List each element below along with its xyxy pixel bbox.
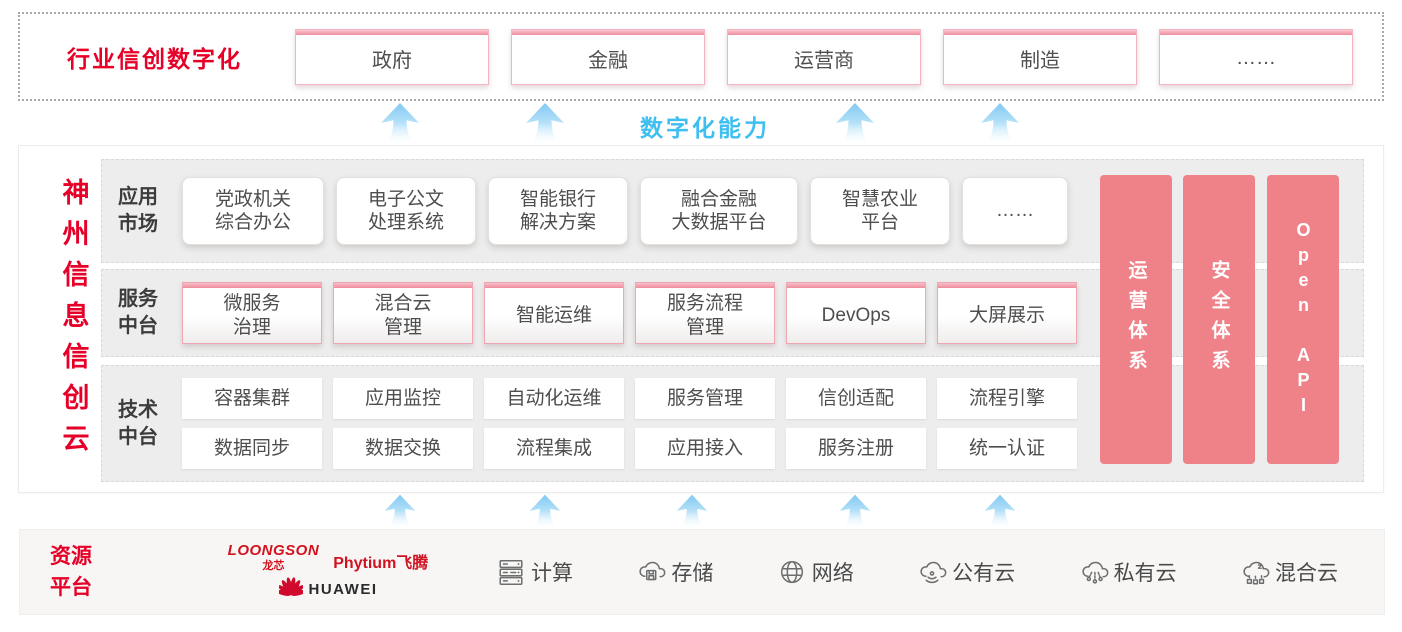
service-box: 混合云 管理	[333, 282, 473, 344]
vendor-logo-phytium: Phytium飞腾	[333, 555, 429, 572]
pillar-security-system: 安全体系	[1183, 175, 1255, 464]
resource-arrow-band	[0, 494, 1402, 528]
vendor-logo-loongson: LOONGSON 龙芯	[227, 542, 320, 572]
capability-arrow-band: 数字化能力	[0, 101, 1402, 144]
app-market-box: 电子公文 处理系统	[336, 177, 476, 245]
industry-digitalization-section: 行业信创数字化 政府金融运营商制造 ……	[18, 12, 1384, 101]
industry-box: 政府	[295, 28, 489, 85]
tech-box: 统一认证	[937, 428, 1077, 469]
resource-items: 计算 存储 网络 公有云 私有云 混合云	[496, 557, 1384, 587]
industry-boxes: 政府金融运营商制造 ……	[295, 28, 1353, 85]
industry-section-title: 行业信创数字化	[67, 45, 242, 72]
tech-box: 数据交换	[333, 428, 473, 469]
service-box: 微服务 治理	[182, 282, 322, 344]
resource-item: 存储	[636, 557, 713, 587]
panel-label: 服务 中台	[118, 288, 158, 337]
industry-box: 运营商	[727, 28, 921, 85]
resource-item-label: 计算	[531, 562, 573, 585]
resource-item-label: 私有云	[1113, 562, 1177, 585]
tech-box: 应用接入	[635, 428, 775, 469]
public-cloud-icon	[917, 557, 947, 587]
pillar-open-api: Open API	[1267, 175, 1339, 464]
up-arrow-icon	[981, 103, 1019, 144]
service-box: 大屏展示	[937, 282, 1077, 344]
resource-item-label: 混合云	[1274, 562, 1338, 585]
up-arrow-icon	[836, 103, 874, 144]
industry-box: 制造	[943, 28, 1137, 85]
industry-box: 金融	[511, 28, 705, 85]
tech-box: 应用监控	[333, 378, 473, 419]
resource-platform-section: 资源 平台 LOONGSON 龙芯 Phytium飞腾	[19, 529, 1385, 615]
app-market-box: 党政机关 综合办公	[182, 177, 324, 245]
platform-title: 神州信息信创云	[58, 177, 89, 465]
vendor-logos: LOONGSON 龙芯 Phytium飞腾	[210, 542, 446, 602]
vendor-logo-huawei: HUAWEI	[275, 576, 378, 602]
resource-item: 私有云	[1079, 557, 1177, 587]
panel-tech-platform: 技术 中台容器集群应用监控自动化运维服务管理信创适配流程引擎数据同步数据交换流程…	[101, 365, 1364, 482]
up-arrow-icon	[381, 103, 419, 144]
panel-label: 应用 市场	[118, 186, 158, 235]
pillar-operations-system: 运营体系	[1100, 175, 1172, 464]
resource-item: 公有云	[917, 557, 1015, 587]
up-arrow-icon	[529, 494, 561, 528]
compute-icon	[496, 557, 526, 587]
up-arrow-icon	[984, 494, 1016, 528]
resource-item-label: 公有云	[952, 562, 1016, 585]
tech-box: 自动化运维	[484, 378, 624, 419]
industry-box: ……	[1159, 28, 1353, 85]
resource-section-title: 资源 平台	[50, 544, 92, 600]
resource-item: 网络	[777, 557, 854, 587]
huawei-flower-icon	[275, 576, 306, 602]
service-box: 智能运维	[484, 282, 624, 344]
tech-box: 服务注册	[786, 428, 926, 469]
service-box: DevOps	[786, 282, 926, 344]
resource-item-label: 网络	[811, 562, 854, 585]
tech-box: 流程集成	[484, 428, 624, 469]
app-market-box: ……	[962, 177, 1068, 245]
tech-box: 流程引擎	[937, 378, 1077, 419]
panel-app-market: 应用 市场党政机关 综合办公电子公文 处理系统智能银行 解决方案融合金融 大数据…	[101, 159, 1364, 263]
capability-label: 数字化能力	[640, 115, 770, 141]
hybrid-cloud-icon	[1240, 557, 1270, 587]
tech-box: 信创适配	[786, 378, 926, 419]
tech-box: 数据同步	[182, 428, 322, 469]
up-arrow-icon	[384, 494, 416, 528]
storage-icon	[636, 557, 666, 587]
platform-title-wrap: 神州信息信创云	[35, 170, 113, 472]
resource-item-label: 存储	[671, 562, 714, 585]
up-arrow-icon	[839, 494, 871, 528]
network-icon	[777, 557, 807, 587]
up-arrow-icon	[676, 494, 708, 528]
app-market-box: 智慧农业 平台	[810, 177, 950, 245]
platform-section: 神州信息信创云 应用 市场党政机关 综合办公电子公文 处理系统智能银行 解决方案…	[18, 145, 1384, 493]
resource-item: 计算	[496, 557, 573, 587]
up-arrow-icon	[526, 103, 564, 144]
app-market-box: 融合金融 大数据平台	[640, 177, 798, 245]
service-box: 服务流程 管理	[635, 282, 775, 344]
tech-box: 服务管理	[635, 378, 775, 419]
panel-label: 技术 中台	[118, 398, 158, 448]
app-market-box: 智能银行 解决方案	[488, 177, 628, 245]
resource-item: 混合云	[1240, 557, 1338, 587]
tech-box: 容器集群	[182, 378, 322, 419]
private-cloud-icon	[1079, 557, 1109, 587]
